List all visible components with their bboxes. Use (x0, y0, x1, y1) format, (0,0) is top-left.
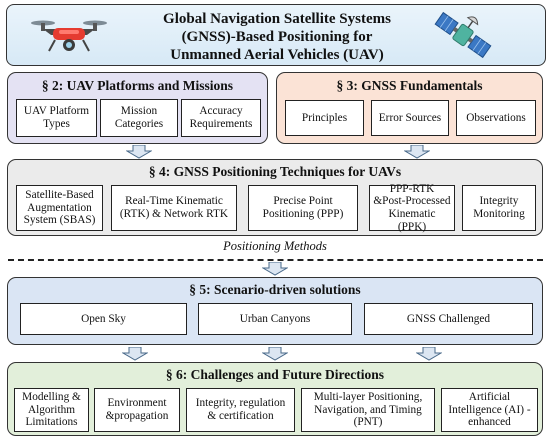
diagram-title: Global Navigation Satellite Systems (GNS… (163, 11, 391, 63)
gnss-challenged-box: GNSS Challenged (364, 303, 533, 335)
principles-box: Principles (285, 100, 364, 136)
section-2-panel: § 2: UAV Platforms and Missions UAV Plat… (7, 72, 268, 144)
multi-layer-pnt-box: Multi-layer Positioning, Navigation, and… (301, 388, 435, 432)
drone-icon (29, 15, 109, 62)
arrow-section5-to-section6-right (416, 347, 442, 361)
mission-categories-box: Mission Categories (100, 99, 178, 137)
open-sky-box: Open Sky (20, 303, 187, 335)
rtk-box: Real-Time Kinematic (RTK) & Network RTK (111, 185, 237, 231)
section-5-heading: § 5: Scenario-driven solutions (189, 282, 361, 297)
observations-box: Observations (456, 100, 536, 136)
modelling-limitations-box: Modelling & Algorithm Limitations (14, 388, 89, 432)
section-6-heading: § 6: Challenges and Future Directions (165, 367, 385, 382)
section-3-panel: § 3: GNSS Fundamentals Principles Error … (276, 72, 543, 144)
environment-propagation-box: Environment &propagation (94, 388, 180, 432)
integrity-regulation-box: Integrity, regulation & certification (186, 388, 295, 432)
positioning-methods-label: Positioning Methods (223, 239, 327, 253)
error-sources-box: Error Sources (371, 100, 449, 136)
arrow-to-section5 (262, 262, 288, 276)
section-6-panel: § 6: Challenges and Future Directions Mo… (7, 362, 543, 436)
arrow-section2-to-section4 (126, 145, 152, 159)
title-banner: Global Navigation Satellite Systems (GNS… (6, 4, 546, 66)
section-4-panel: § 4: GNSS Positioning Techniques for UAV… (7, 159, 543, 236)
ai-enhanced-box: Artificial Intelligence (AI) -enhanced (441, 388, 538, 432)
sbas-box: Satellite-Based Augmentation System (SBA… (16, 185, 103, 231)
accuracy-requirements-box: Accuracy Requirements (181, 99, 261, 137)
urban-canyons-box: Urban Canyons (198, 303, 352, 335)
section-2-heading: § 2: UAV Platforms and Missions (41, 78, 234, 93)
uav-platform-types-box: UAV Platform Types (16, 99, 97, 137)
divider-line (8, 259, 543, 261)
arrow-section3-to-section4 (404, 145, 430, 159)
arrow-section5-to-section6-left (122, 347, 148, 361)
section-3-heading: § 3: GNSS Fundamentals (336, 78, 483, 93)
integrity-monitoring-box: Integrity Monitoring (462, 185, 536, 231)
ppp-rtk-ppk-box: PPP-RTK &Post-Processed Kinematic (PPK) (369, 183, 455, 233)
satellite-icon (432, 8, 494, 67)
arrow-section5-to-section6-center (262, 347, 288, 361)
section-4-heading: § 4: GNSS Positioning Techniques for UAV… (148, 164, 402, 179)
ppp-box: Precise Point Positioning (PPP) (248, 185, 358, 231)
section-5-panel: § 5: Scenario-driven solutions Open Sky … (7, 277, 543, 345)
